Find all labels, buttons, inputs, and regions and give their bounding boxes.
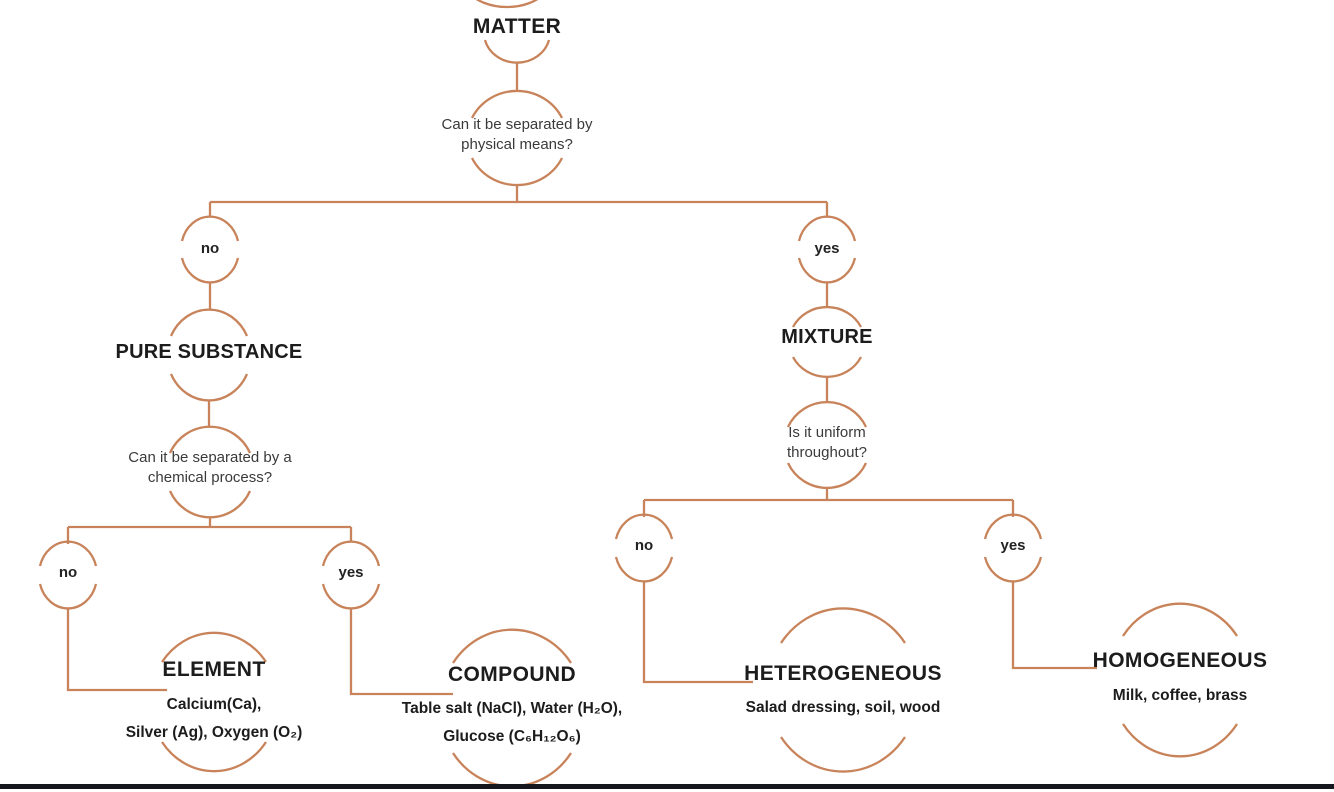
- answer-chemical-yes-label: yes: [338, 564, 364, 581]
- branch-uniform-line: [642, 498, 1015, 517]
- homogeneous-examples-line1: Milk, coffee, brass: [1112, 687, 1248, 704]
- bottom-edge-bar: [0, 784, 1334, 789]
- element-node-label: ELEMENT: [162, 658, 266, 681]
- question-chemical-line2: chemical process?: [147, 469, 273, 486]
- matter-node-arc: [483, 39, 551, 64]
- mixture-node-label: MIXTURE: [781, 326, 873, 348]
- heterogeneous-node-label: HETEROGENEOUS: [744, 662, 942, 685]
- question-physical-line1: Can it be separated by: [441, 116, 593, 133]
- matter-node-label: MATTER: [472, 15, 562, 38]
- question-uniform-line2: throughout?: [786, 444, 868, 461]
- heterogeneous-examples-line1: Salad dressing, soil, wood: [745, 699, 941, 716]
- element-ellipse-arcs: [161, 631, 267, 773]
- compound-examples-line2: Glucose (C₆H₁₂O₆): [443, 728, 581, 745]
- question-uniform-circle-arcs: [786, 400, 868, 490]
- answer-physical-yes-label: yes: [814, 240, 840, 257]
- branch-physical-line: [208, 200, 829, 217]
- question-physical-line2: physical means?: [461, 136, 573, 153]
- element-examples-line1: Calcium(Ca),: [166, 696, 262, 713]
- answer-uniform-yes-label: yes: [1000, 537, 1026, 554]
- question-chemical-line1: Can it be separated by a: [128, 449, 292, 466]
- compound-examples-line1: Table salt (NaCl), Water (H₂O),: [401, 700, 623, 717]
- elbow-no-element: [66, 608, 167, 692]
- pure-substance-circle-arcs: [169, 308, 249, 402]
- question-uniform-line1: Is it uniform: [788, 424, 866, 441]
- compound-node-label: COMPOUND: [447, 663, 577, 686]
- branch-chemical-line: [66, 525, 353, 544]
- mixture-circle-arcs: [791, 306, 863, 378]
- heterogeneous-ellipse-arcs: [780, 607, 906, 773]
- homogeneous-node-label: HOMOGENEOUS: [1092, 649, 1268, 672]
- question-physical-circle-arcs: [470, 89, 564, 187]
- elbow-yes-compound: [349, 608, 453, 696]
- answer-uniform-no-label: no: [634, 537, 654, 554]
- elbow-no-heterogeneous: [642, 581, 753, 684]
- homogeneous-ellipse-arcs: [1122, 602, 1238, 758]
- elbow-yes-homogeneous: [1011, 581, 1097, 670]
- element-examples-line2: Silver (Ag), Oxygen (O₂): [125, 724, 303, 741]
- pure-substance-node-label: PURE SUBSTANCE: [115, 341, 303, 363]
- answer-chemical-no-label: no: [58, 564, 78, 581]
- cropped-top-node-arc: [475, 0, 539, 9]
- answer-physical-no-label: no: [200, 240, 220, 257]
